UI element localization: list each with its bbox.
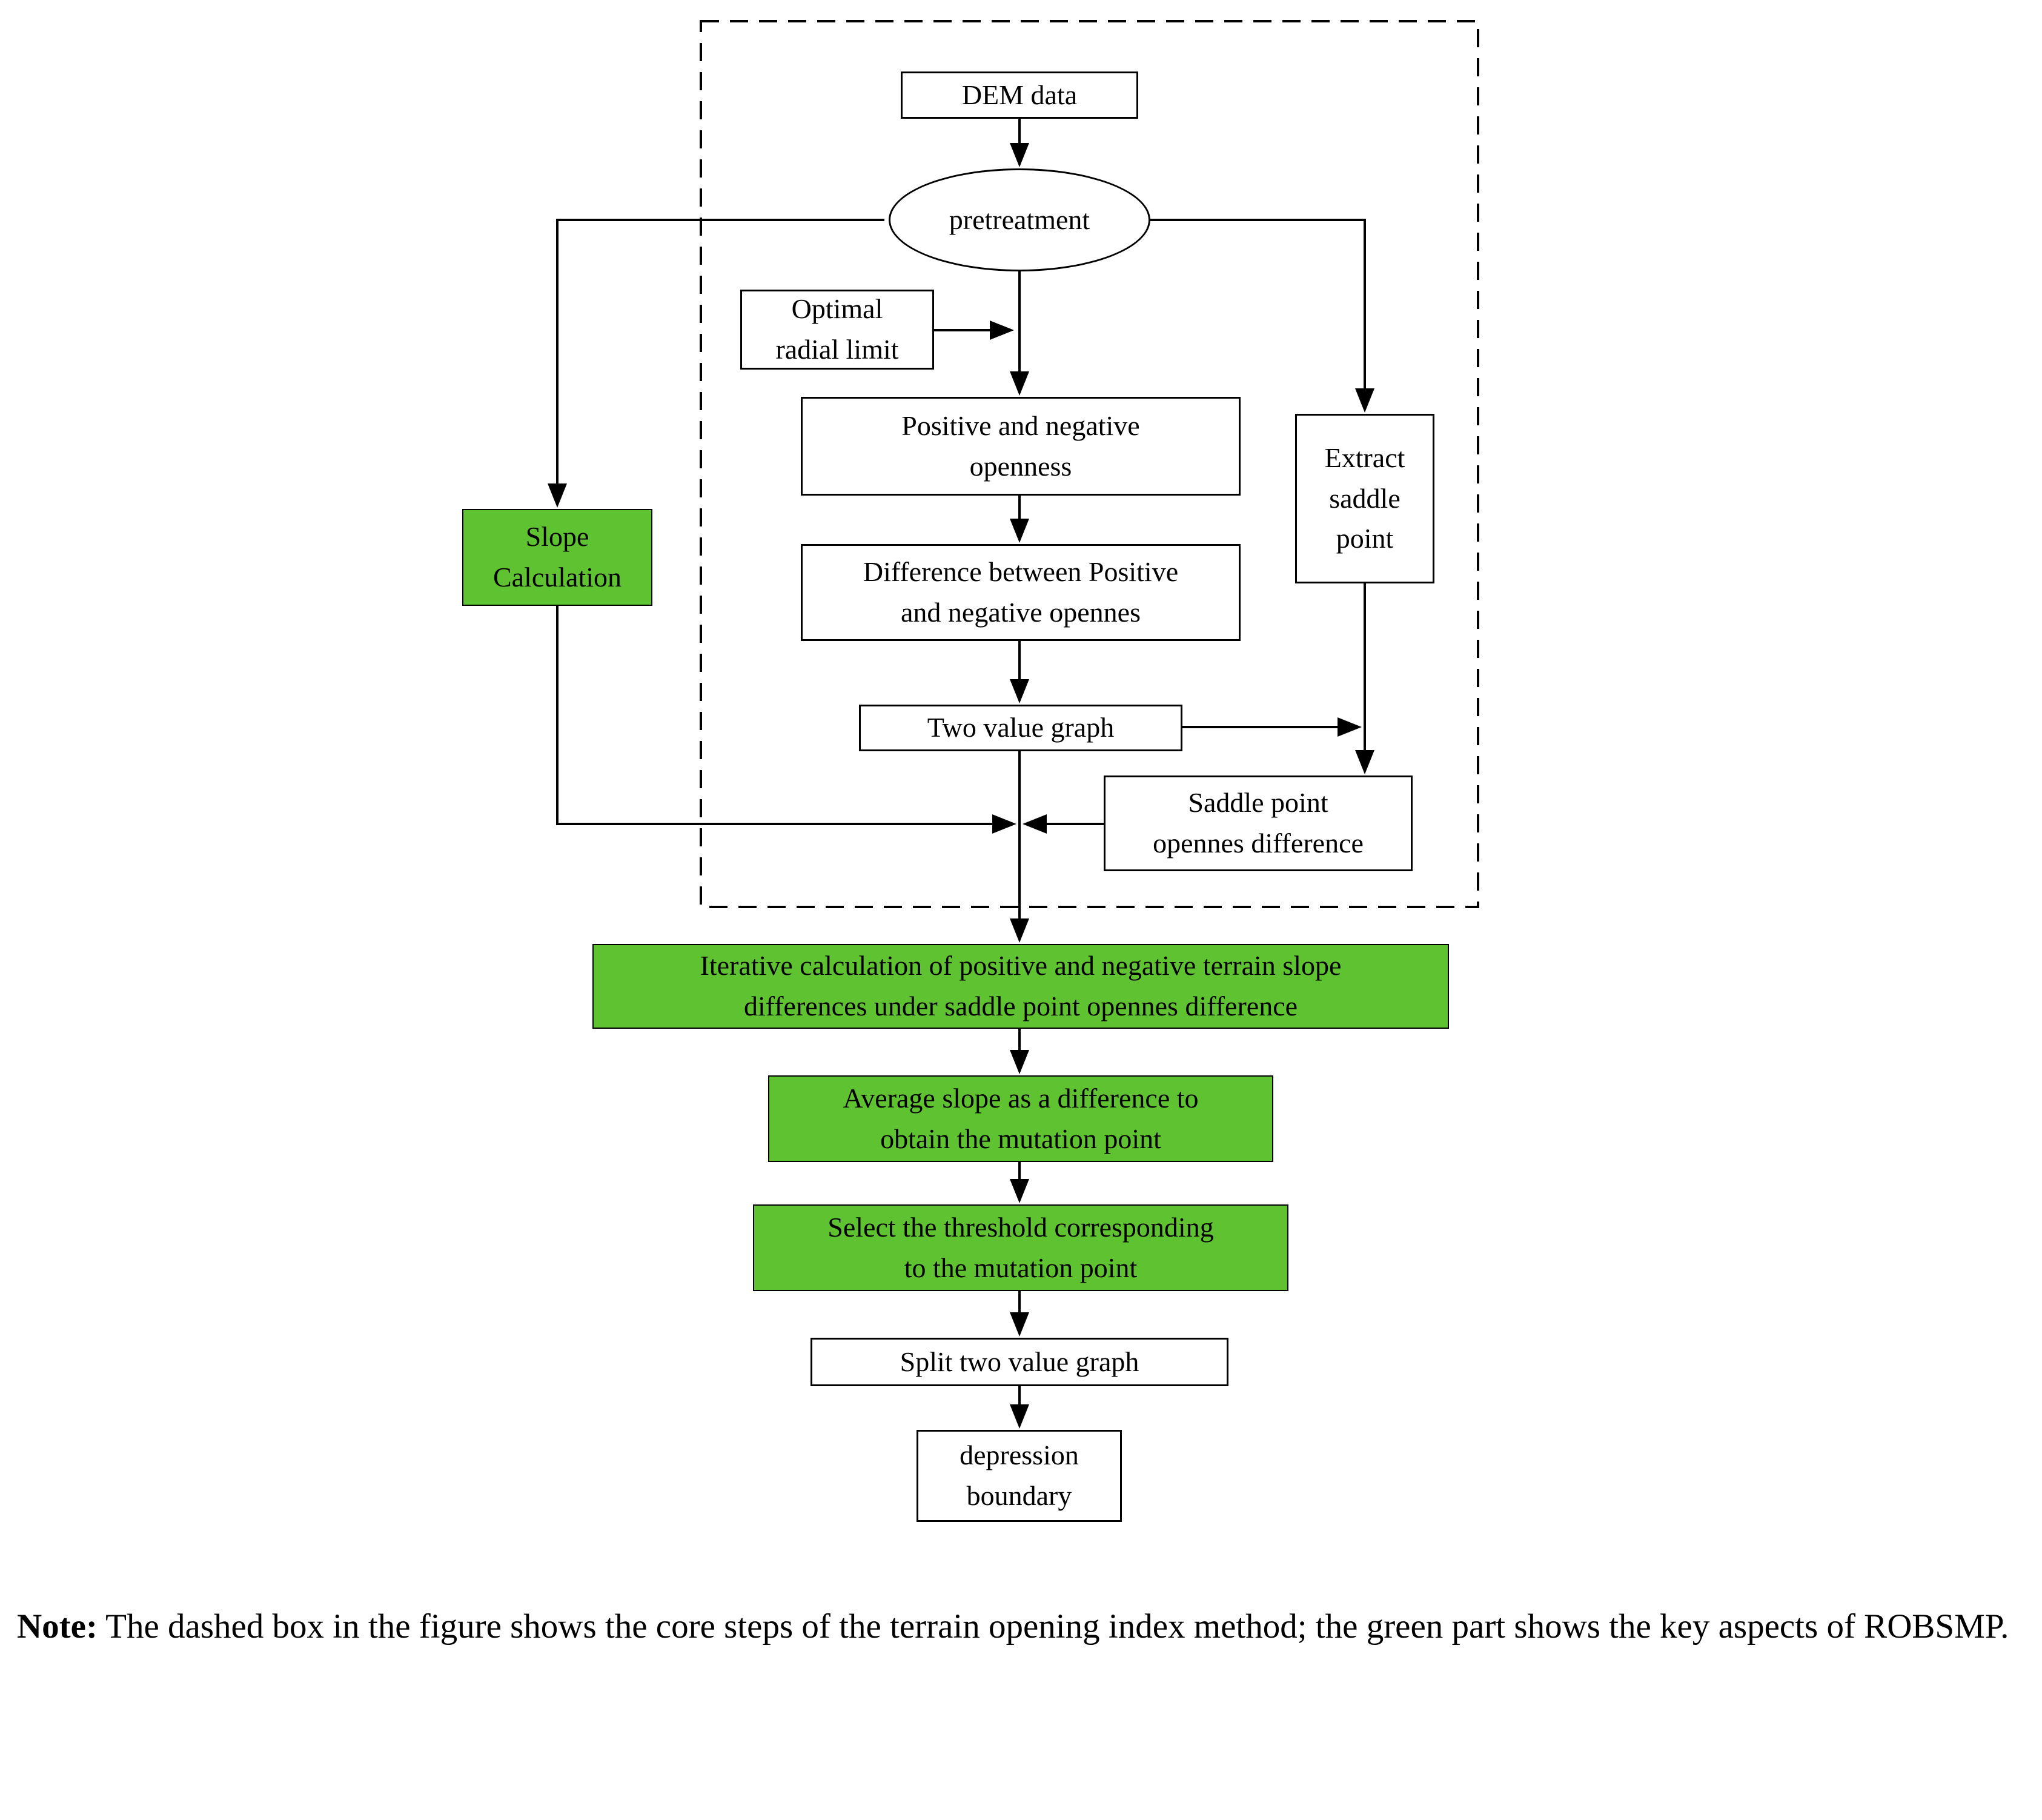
core-steps-dashed-box	[700, 20, 1479, 908]
node-split-two-value-graph: Split two value graph	[811, 1338, 1228, 1386]
node-depression-boundary: depression boundary	[917, 1430, 1122, 1522]
node-average-slope-mutation-point: Average slope as a difference to obtain …	[768, 1075, 1273, 1162]
node-select-threshold: Select the threshold corresponding to th…	[753, 1204, 1288, 1291]
figure-note: Note: The dashed box in the figure shows…	[17, 1599, 2034, 1654]
arrow-slope-calculation-to-junction	[556, 606, 1016, 834]
node-iterative-calculation: Iterative calculation of positive and ne…	[592, 944, 1449, 1029]
node-saddle-point-openness-difference: Saddle point opennes difference	[1104, 775, 1413, 871]
note-text: The dashed box in the figure shows the c…	[97, 1607, 2009, 1646]
node-openness-difference: Difference between Positive and negative…	[801, 544, 1241, 641]
node-extract-saddle-point: Extract saddle point	[1295, 414, 1434, 583]
node-dem-data: DEM data	[901, 71, 1138, 119]
arrow-pretreatment-to-slope-calculation	[548, 219, 884, 508]
arrow-pretreatment-to-extract-saddle	[1146, 219, 1374, 413]
note-label: Note:	[17, 1607, 98, 1646]
node-two-value-graph: Two value graph	[859, 705, 1182, 751]
node-positive-negative-openness: Positive and negative openness	[801, 397, 1241, 496]
node-slope-calculation: Slope Calculation	[462, 509, 652, 606]
node-optimal-radial-limit: Optimal radial limit	[740, 290, 934, 370]
node-pretreatment: pretreatment	[889, 168, 1150, 271]
